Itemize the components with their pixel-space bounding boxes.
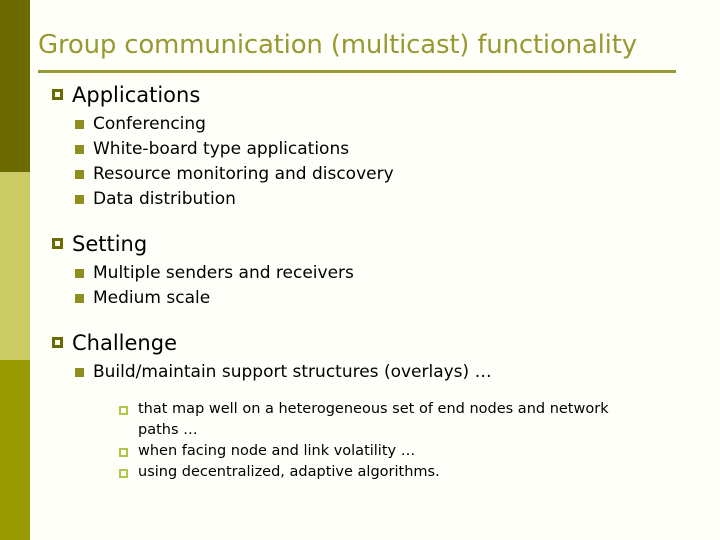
outline-item: Multiple senders and receivers xyxy=(75,261,720,286)
outline-subitem: that map well on a heterogeneous set of … xyxy=(119,399,720,441)
outline-item: Data distribution xyxy=(75,187,720,212)
hollow-square-bullet-icon xyxy=(52,337,63,348)
outline-heading-challenge: Challenge xyxy=(52,328,720,358)
filled-square-bullet-icon xyxy=(75,145,84,154)
slide-body: Applications Conferencing White-board ty… xyxy=(0,80,720,483)
outline-item: Conferencing xyxy=(75,112,720,137)
outline-heading-setting: Setting xyxy=(52,229,720,259)
filled-square-bullet-icon xyxy=(75,195,84,204)
outline-item: Resource monitoring and discovery xyxy=(75,162,720,187)
subsection-spacer xyxy=(0,385,720,399)
outline-subitem: when facing node and link volatility … xyxy=(119,441,720,462)
outline-subitem-label: when facing node and link volatility … xyxy=(138,443,416,459)
outline-subitem-label: using decentralized, adaptive algorithms… xyxy=(138,464,440,480)
section-spacer xyxy=(0,212,720,229)
section-spacer xyxy=(0,311,720,328)
hollow-square-bullet-icon xyxy=(52,238,63,249)
outline-item-label: White-board type applications xyxy=(93,139,350,159)
slide-sidebar-decoration xyxy=(0,0,30,540)
outline-heading-label: Setting xyxy=(72,232,148,256)
hollow-square-bullet-icon xyxy=(52,89,63,100)
small-hollow-square-bullet-icon xyxy=(119,448,128,457)
outline-item-label: Multiple senders and receivers xyxy=(93,263,354,283)
outline-heading-label: Applications xyxy=(72,83,201,107)
outline-item: Build/maintain support structures (overl… xyxy=(75,360,720,385)
filled-square-bullet-icon xyxy=(75,368,84,377)
outline-subitem-label: that map well on a heterogeneous set of … xyxy=(138,401,609,438)
outline-item: Medium scale xyxy=(75,286,720,311)
title-underline-rule xyxy=(38,70,676,73)
filled-square-bullet-icon xyxy=(75,294,84,303)
slide-title: Group communication (multicast) function… xyxy=(38,30,637,60)
small-hollow-square-bullet-icon xyxy=(119,469,128,478)
outline-subitem: using decentralized, adaptive algorithms… xyxy=(119,462,720,483)
sidebar-band-middle xyxy=(0,172,30,360)
outline-heading-applications: Applications xyxy=(52,80,720,110)
outline-item-label: Conferencing xyxy=(93,114,206,134)
small-hollow-square-bullet-icon xyxy=(119,406,128,415)
outline-heading-label: Challenge xyxy=(72,331,177,355)
filled-square-bullet-icon xyxy=(75,170,84,179)
outline-item: White-board type applications xyxy=(75,137,720,162)
filled-square-bullet-icon xyxy=(75,120,84,129)
sidebar-band-top xyxy=(0,0,30,172)
filled-square-bullet-icon xyxy=(75,269,84,278)
outline-item-label: Resource monitoring and discovery xyxy=(93,164,394,184)
outline-item-label: Medium scale xyxy=(93,288,211,308)
outline-item-label: Build/maintain support structures (overl… xyxy=(93,362,492,382)
outline-item-label: Data distribution xyxy=(93,189,236,209)
sidebar-band-bottom xyxy=(0,360,30,540)
